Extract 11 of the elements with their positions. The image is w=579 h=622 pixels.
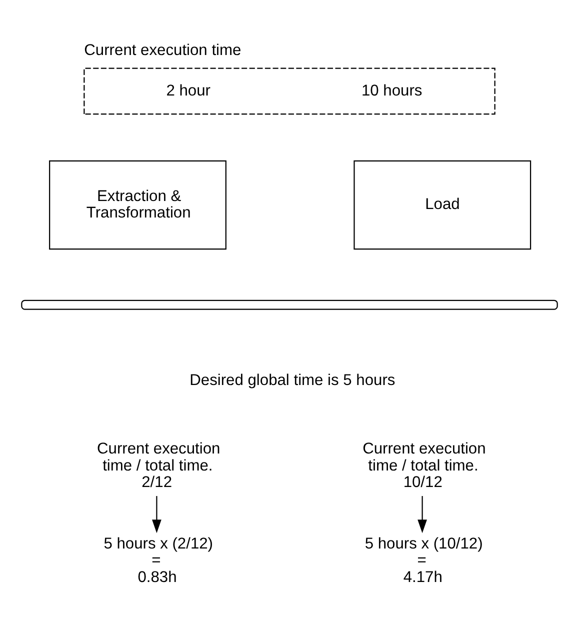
node-box: Extraction & Transformation: [49, 160, 226, 250]
node-text: Current execution time / total time. 10/12: [362, 440, 486, 491]
arrow: [152, 496, 162, 534]
arrow: [418, 496, 427, 534]
node-label: Current execution time: [84, 42, 242, 60]
node-text: 5 hours x (10/12) = 4.17h: [364, 535, 483, 586]
node-box: 2 hour 10 hours: [84, 68, 496, 115]
node-box: Load: [354, 160, 532, 250]
label: Desired global time is 5 hours: [190, 372, 396, 389]
node-text: 5 hours x (2/12) = 0.83h: [104, 535, 214, 586]
node-text: Current execution time / total time. 2/12: [97, 440, 220, 491]
